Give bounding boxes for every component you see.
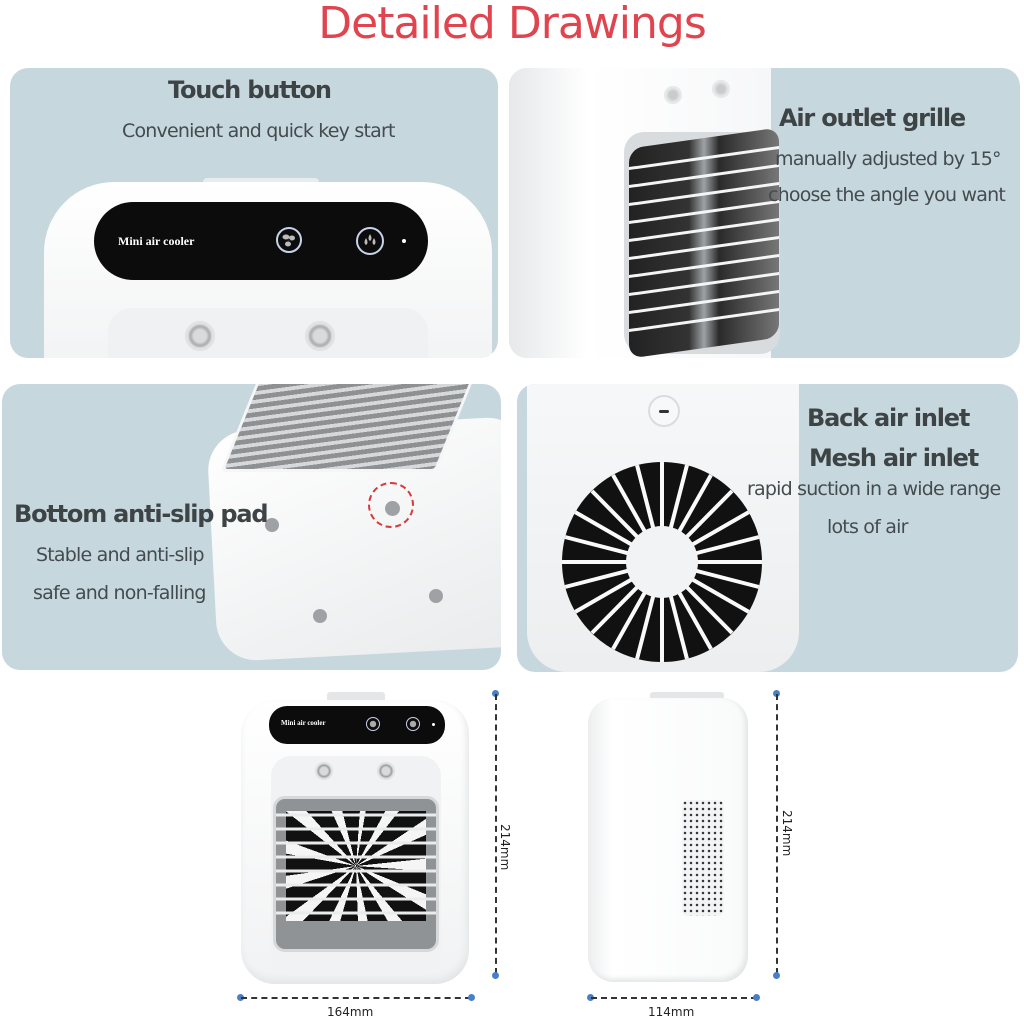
panel-heading: Air outlet grille xyxy=(779,104,966,132)
indicator-light xyxy=(432,723,435,726)
dimension-endpoint xyxy=(773,690,780,697)
device-side xyxy=(588,698,748,982)
dimension-endpoint xyxy=(492,972,499,979)
dimension-endpoint xyxy=(492,690,499,697)
grille-slats xyxy=(276,813,436,915)
dimension-endpoint xyxy=(753,994,760,1001)
mesh-air-inlet[interactable] xyxy=(562,462,762,662)
panel-line: safe and non-falling xyxy=(33,582,206,604)
dimension-endpoint xyxy=(468,994,475,1001)
panel-line: manually adjusted by 15° xyxy=(775,148,1002,170)
mist-nozzle-right xyxy=(305,321,335,351)
panel-bottom-anti-slip-pad: Bottom anti-slip pad Stable and anti-sli… xyxy=(2,384,501,670)
humidify-drops-icon xyxy=(406,717,420,731)
mist-nozzle-right xyxy=(712,80,730,98)
anti-slip-pad xyxy=(429,589,443,603)
mist-nozzle-left xyxy=(315,762,333,780)
highlight-circle xyxy=(368,482,414,528)
panel-line: lots of air xyxy=(827,516,908,538)
front-view: Mini air cooler xyxy=(241,692,469,984)
side-height-label: 214mm xyxy=(780,810,794,857)
width-dimension-line xyxy=(591,997,757,999)
side-vents xyxy=(220,384,476,472)
dimension-endpoint xyxy=(773,972,780,979)
dimension-endpoint xyxy=(587,994,594,1001)
width-dimension-line xyxy=(241,997,471,999)
front-height-label: 214mm xyxy=(498,824,512,871)
device-label: Mini air cooler xyxy=(281,719,326,727)
device-label: Mini air cooler xyxy=(118,234,195,248)
top-cap xyxy=(650,692,724,702)
mist-nozzle-left xyxy=(185,321,215,351)
indicator-light xyxy=(402,239,406,243)
height-dimension-line xyxy=(495,694,497,974)
panel-heading: Bottom anti-slip pad xyxy=(14,500,269,528)
mist-nozzle-left xyxy=(664,86,682,104)
side-vent-holes xyxy=(682,800,724,916)
grille-slats xyxy=(629,145,779,333)
panel-line: choose the angle you want xyxy=(768,184,1006,206)
panel-touch-button: Touch button Convenient and quick key st… xyxy=(10,68,498,358)
air-outlet-grille xyxy=(273,796,439,952)
page-title: Detailed Drawings xyxy=(318,0,707,49)
mist-panel xyxy=(108,308,428,358)
panel-heading: Back air inlet xyxy=(807,404,970,432)
fan-mode-icon xyxy=(366,717,380,731)
side-width-label: 114mm xyxy=(648,1005,695,1019)
fan-mode-icon[interactable] xyxy=(276,227,302,253)
panel-air-outlet-grille: Air outlet grille manually adjusted by 1… xyxy=(509,68,1020,358)
back-button[interactable] xyxy=(648,395,680,427)
panel-line: rapid suction in a wide range xyxy=(747,478,1001,500)
panel-line: Stable and anti-slip xyxy=(36,544,205,566)
air-outlet-grille[interactable] xyxy=(629,127,779,358)
panel-heading: Touch button xyxy=(168,76,332,104)
anti-slip-pad xyxy=(265,518,279,532)
humidify-drops-icon[interactable] xyxy=(356,227,384,255)
control-panel: Mini air cooler xyxy=(269,706,445,744)
mist-nozzle-right xyxy=(377,762,395,780)
dimension-endpoint xyxy=(237,994,244,1001)
front-width-label: 164mm xyxy=(327,1005,374,1019)
anti-slip-pad xyxy=(313,609,327,623)
side-view xyxy=(588,692,748,982)
control-panel: Mini air cooler xyxy=(94,202,428,280)
panel-heading-secondary: Mesh air inlet xyxy=(809,444,979,472)
height-dimension-line xyxy=(776,694,778,974)
panel-line: Convenient and quick key start xyxy=(122,120,395,142)
minus-icon xyxy=(659,410,669,413)
fan-blades-icon xyxy=(562,462,762,662)
panel-back-air-inlet: Back air inlet Mesh air inlet rapid suct… xyxy=(517,384,1018,672)
